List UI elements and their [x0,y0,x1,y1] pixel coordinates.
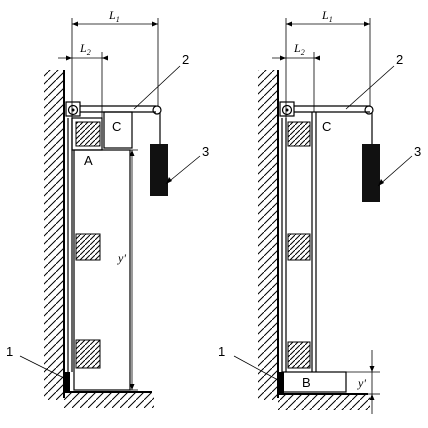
right-pulley-bracket [279,101,295,117]
left-label-c: C [112,119,121,134]
right-leader-1 [233,355,279,381]
left-c-box [103,111,133,149]
right-block-top [287,121,311,147]
left-l2-arrow-right [102,55,108,61]
left-l1-arrow-left [72,21,78,27]
right-l2-arrow-right [314,55,320,61]
right-y-label: y' [357,376,366,390]
left-leader-1 [19,355,65,379]
left-leader-3 [165,155,201,185]
left-block-top [75,121,101,147]
right-leader-2 [345,65,395,110]
right-l1-arrow-left [286,21,292,27]
left-l1-label: L1 [108,8,120,24]
right-view: L1 L2 y' B C 2 3 1 [218,8,421,414]
right-buffer [278,372,284,394]
right-wall-hatch [258,70,278,400]
left-arrow-3 [166,177,172,184]
left-leader-2 [133,65,181,110]
right-y-arrow-top [369,366,375,372]
right-leader-3 [377,155,413,187]
right-arrow-3 [378,179,384,186]
left-l1-arrow-right [152,21,158,27]
right-l1-arrow-right [364,21,370,27]
left-counterweight [150,144,168,196]
right-counterweight [362,144,380,202]
right-callout-2: 2 [396,52,403,67]
right-pulley [281,104,293,116]
right-label-b: B [302,375,311,390]
right-arm-end-pulley [364,105,374,115]
left-label-a: A [84,153,93,168]
left-buffer [64,372,70,392]
left-l2-arrow-left [66,55,72,61]
left-callout-1: 1 [6,344,13,359]
right-l1-label: L1 [321,8,333,24]
left-callout-2: 2 [182,52,189,67]
left-callout-3: 3 [202,144,209,159]
left-y-label: y' [117,251,126,265]
left-view: L1 L2 y' A C 2 3 1 [6,8,209,408]
right-callout-1: 1 [218,344,225,359]
left-block-middle [75,233,101,261]
right-callout-3: 3 [414,144,421,159]
right-car-b [281,371,347,393]
left-pulley-bracket [65,101,81,117]
left-y-arrow-bottom [129,384,135,390]
right-floor-hatch [278,394,370,410]
left-wall-hatch [44,70,64,400]
right-l2-label: L2 [293,41,305,57]
left-l2-label: L2 [79,41,91,57]
right-label-c: C [322,119,331,134]
right-block-middle [287,233,311,261]
right-y-arrow-bottom [369,394,375,400]
left-y-arrow-top [129,150,135,156]
left-block-bottom [75,339,101,369]
left-floor-hatch [64,392,154,408]
left-arm-end-pulley [152,105,162,115]
left-pulley [67,104,79,116]
right-block-bottom [287,341,311,369]
right-l2-arrow-left [280,55,286,61]
